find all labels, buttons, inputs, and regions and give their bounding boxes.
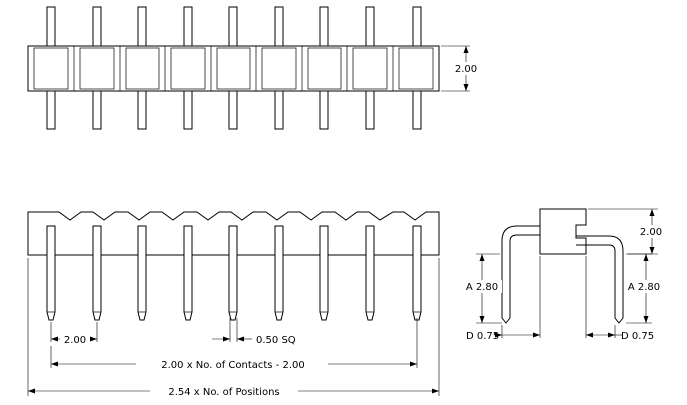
side-height-label: 2.00 [640, 227, 662, 238]
front-pin [92, 225, 102, 321]
top-cell [79, 46, 121, 91]
front-view: 2.00 0.50 SQ 2.00 x No. of Contacts - 2.… [27, 211, 440, 398]
side-view-housing [539, 208, 587, 255]
top-cell [33, 46, 75, 91]
front-view-pins [46, 225, 422, 321]
side-height-dimension: 2.00 [588, 208, 666, 255]
positions-formula-label: 2.54 x No. of Positions [168, 387, 279, 398]
pitch-label: 2.00 [64, 335, 86, 346]
left-a-dimension: A 2.80 [462, 253, 502, 324]
right-d-dimension: D 0.75 [585, 256, 654, 342]
front-pin [137, 225, 147, 321]
pin-size-label: 0.50 SQ [256, 335, 296, 346]
top-cell [216, 46, 257, 91]
top-height-dimension: 2.00 [441, 45, 481, 92]
left-a-label: A 2.80 [466, 282, 498, 293]
right-bent-lead [576, 235, 624, 324]
top-cell [307, 46, 348, 91]
top-cell [125, 46, 166, 91]
pitch-dimension: 2.00 [50, 322, 98, 346]
pin-size-dimension: 0.50 SQ [212, 318, 296, 346]
right-a-label: A 2.80 [628, 282, 660, 293]
top-view-housing [27, 45, 440, 92]
left-d-dimension: D 0.75 [466, 256, 541, 342]
left-bent-lead [501, 225, 540, 324]
top-height-label: 2.00 [455, 64, 477, 75]
front-pin [412, 225, 422, 321]
top-cell [170, 46, 212, 91]
top-cell [352, 46, 394, 91]
contacts-dimension: 2.00 x No. of Contacts - 2.00 [50, 318, 418, 371]
left-d-label: D 0.75 [466, 331, 499, 342]
front-pin [228, 225, 238, 321]
front-pin [274, 225, 284, 321]
top-view: 2.00 [27, 6, 481, 130]
right-a-dimension: A 2.80 [624, 253, 664, 324]
side-view: 2.00 A 2.80 A 2.80 [462, 208, 666, 342]
front-pin [183, 225, 193, 321]
front-pin [365, 225, 375, 321]
right-d-label: D 0.75 [621, 331, 654, 342]
positions-dimension: 2.54 x No. of Positions [27, 258, 440, 398]
front-pin [319, 225, 329, 321]
top-view-cells [33, 46, 440, 91]
front-pin [46, 225, 56, 321]
contacts-formula-label: 2.00 x No. of Contacts - 2.00 [161, 360, 305, 371]
top-cell [261, 46, 303, 91]
top-cell [398, 46, 440, 91]
